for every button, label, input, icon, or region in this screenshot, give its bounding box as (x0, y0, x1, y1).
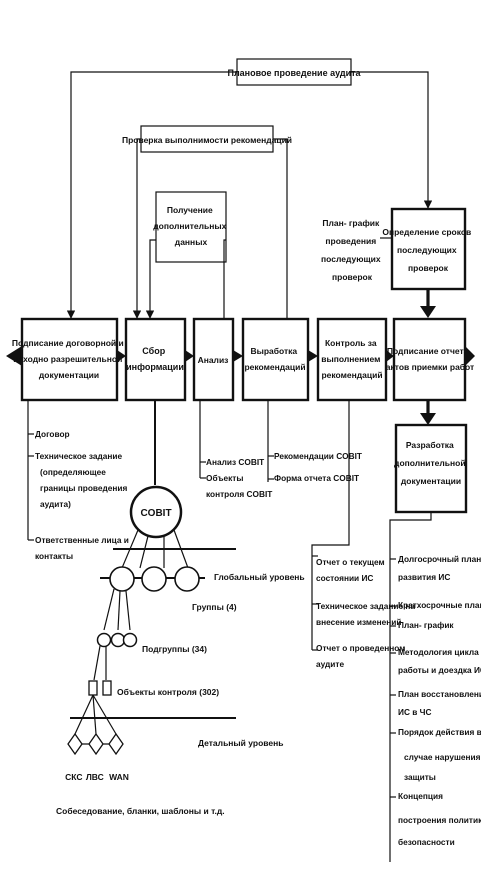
additional-data-box (155, 191, 227, 263)
check-from-develop-line (273, 138, 288, 318)
define-dates-label: Определение сроков последующих проверок (382, 227, 473, 273)
control-object-node (102, 680, 112, 696)
entry-arrow (6, 346, 22, 366)
analysis-items-list: Анализ COBIT Объекты контроля COBIT (206, 457, 272, 499)
group-node (141, 566, 167, 592)
cobit-footer-label: Собеседование, бланки, шаблоны и т.д. (56, 806, 225, 816)
collect-to-analysis-arrow (185, 350, 194, 362)
schedule-note: План- график проведения последующих пров… (321, 218, 383, 282)
dates-to-sign-arrow (420, 306, 436, 318)
check-recommendations-box (140, 125, 274, 153)
leaf-labels: СКС ЛВС WAN (65, 772, 129, 782)
planned-audit-to-dates-arrow (351, 71, 433, 209)
analysis-label: Анализ (198, 355, 229, 365)
control-label: Контроль за выполнением рекомендаций (321, 338, 383, 380)
control-objects-label: Объекты контроля (302) (117, 687, 219, 697)
check-to-collect-arrow (132, 138, 142, 319)
cobit-root-label: COBIT (140, 508, 171, 519)
planned-audit-label: Плановое проведение аудита (227, 68, 361, 78)
control-object-node (88, 680, 98, 696)
report-items-list: Отчет о текущем состоянии ИС Техническое… (316, 557, 417, 669)
subgroup-node (96, 632, 112, 648)
subgroups-label: Подгруппы (34) (142, 644, 207, 654)
detail-level-label: Детальный уровень (198, 738, 283, 748)
develop-to-control-arrow (308, 350, 318, 362)
final-docs-list: Долгосрочный план развития ИС Кратхосроч… (398, 554, 481, 847)
collect-box (124, 317, 187, 402)
group-node (174, 566, 200, 592)
subgroup-node (110, 632, 126, 648)
sign-report-label: Подписание отчета, актов приемки работ (386, 346, 474, 372)
develop-docs-label: Разработка дополнительной документации (394, 440, 468, 486)
final-docs-spine (389, 512, 432, 862)
additional-from-analysis-line (223, 239, 226, 318)
cobit-root-node (129, 485, 183, 539)
planned-audit-to-contract-arrow (66, 71, 237, 319)
analysis-box (192, 317, 235, 402)
subgroup-node (122, 632, 138, 648)
groups-label: Группы (4) (192, 602, 237, 612)
contract-docs-list: Договор Техническое задание (определяюще… (35, 429, 131, 561)
additional-data-label: Получение дополнительных данных (153, 205, 228, 247)
develop-box (241, 317, 310, 402)
collect-label: Сбор информации (126, 346, 184, 372)
leaf-node (67, 732, 83, 756)
sign-report-box (392, 317, 467, 402)
leaf-node (88, 732, 104, 756)
additional-to-collect-arrow (145, 239, 156, 319)
contract-to-collect-arrow (117, 350, 126, 362)
global-level-label: Глобальный уровень (214, 572, 305, 582)
rec-items-list: Рекомендации COBIT Форма отчета COBIT (274, 451, 364, 483)
exit-arrow (465, 346, 475, 366)
group-node (109, 566, 135, 592)
sign-to-docs-arrow (420, 413, 436, 425)
develop-label: Выработка рекомендаций (244, 346, 305, 372)
develop-docs-box (394, 423, 468, 514)
contract-label: Подписание договорной и исходно разрешит… (12, 338, 126, 380)
report-items-spine (311, 400, 350, 650)
contract-box (20, 317, 119, 402)
analysis-to-develop-arrow (233, 350, 243, 362)
control-to-sign-arrow (386, 350, 394, 362)
leaf-node (108, 732, 124, 756)
check-recommendations-label: Проверка выполнимости рекомендаций (122, 135, 292, 145)
